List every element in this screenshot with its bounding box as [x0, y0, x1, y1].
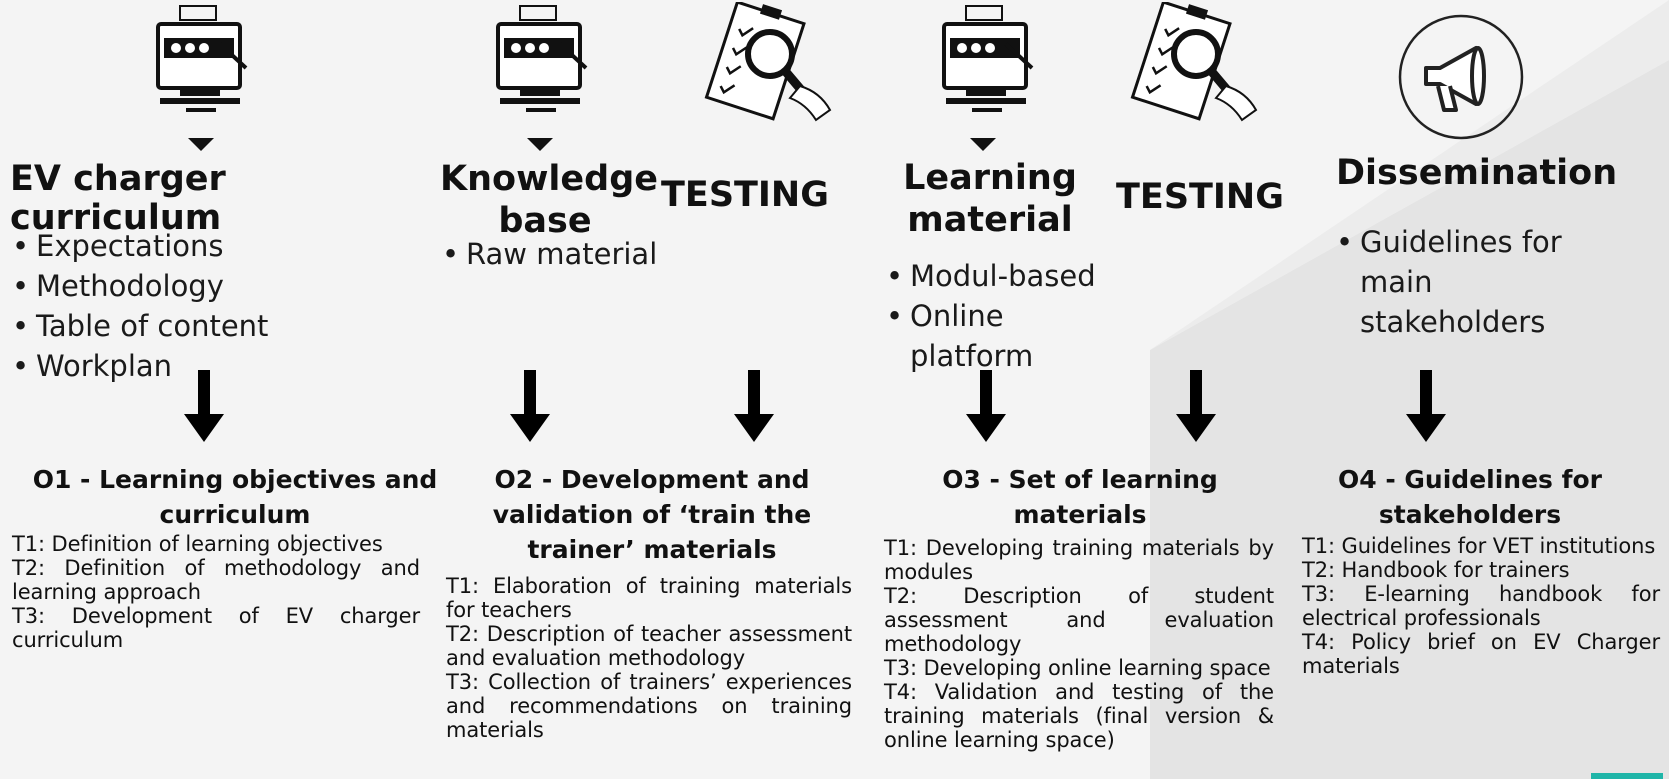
accent-bar	[1591, 773, 1663, 779]
dissemination-heading: Dissemination	[1336, 153, 1618, 193]
checklist-magnifier-icon	[1130, 2, 1258, 122]
list-item: Methodology	[12, 266, 312, 306]
o2-title-line3: trainer’ materials	[527, 535, 777, 564]
task-item: T1: Developing training materials by mod…	[884, 536, 1274, 584]
o4-title: O4 - Guidelines for stakeholders	[1300, 462, 1640, 532]
task-item: T4: Policy brief on EV Charger materials	[1302, 630, 1660, 678]
learning-material-heading-line1: Learning	[903, 158, 1077, 198]
o2-title-line2: validation of ‘train the	[492, 500, 812, 529]
list-item: Guidelines for	[1336, 222, 1586, 262]
o1-title-line2: curriculum	[159, 500, 311, 529]
o2-title: O2 - Development and validation of ‘trai…	[452, 462, 852, 567]
task-item: T2: Definition of methodology and learni…	[12, 556, 420, 604]
triangle-pointer-icon	[970, 138, 996, 151]
down-arrow-icon	[966, 370, 1006, 442]
task-item: T2: Description of teacher assessment an…	[446, 622, 852, 670]
down-arrow-icon	[1176, 370, 1216, 442]
task-item: T1: Elaboration of training materials fo…	[446, 574, 852, 622]
o4-tasks: T1: Guidelines for VET institutions T2: …	[1302, 534, 1660, 678]
task-item: T1: Definition of learning objectives	[12, 532, 383, 556]
testing-heading-2: TESTING	[1116, 177, 1284, 217]
o4-title-line2: stakeholders	[1378, 500, 1562, 529]
knowledge-base-bullets: Raw material	[442, 234, 692, 274]
dissemination-bullets: Guidelines for main stakeholders	[1336, 222, 1586, 342]
o1-tasks: T1: Definition of learning objectives T2…	[12, 532, 420, 652]
checklist-magnifier-icon	[704, 2, 832, 122]
task-item: T4: Validation and testing of the traini…	[884, 680, 1274, 752]
list-item: Workplan	[12, 346, 312, 386]
down-arrow-icon	[1406, 370, 1446, 442]
o1-title: O1 - Learning objectives and curriculum	[30, 462, 440, 532]
list-item: Table of content	[12, 306, 312, 346]
knowledge-base-heading-line1: Knowledge	[440, 159, 658, 199]
computer-icon	[496, 5, 588, 112]
learning-material-heading: Learning material	[890, 157, 1090, 241]
learning-material-heading-line2: material	[907, 200, 1073, 240]
o2-title-line1: O2 - Development and	[494, 465, 810, 494]
o3-tasks: T1: Developing training materials by mod…	[884, 536, 1274, 752]
testing-heading-1: TESTING	[661, 175, 829, 215]
o1-title-line1: O1 - Learning objectives and	[32, 465, 438, 494]
list-item: Raw material	[442, 234, 692, 274]
list-item: Modul-based	[886, 256, 1126, 296]
task-item: T3: Developing online learning space	[884, 656, 1271, 680]
task-item: T3: Development of EV charger curriculum	[12, 604, 420, 652]
task-item: T1: Guidelines for VET institutions	[1302, 534, 1656, 558]
o3-title-line1: O3 - Set of learning	[942, 465, 1218, 494]
list-item-continuation: stakeholders	[1360, 305, 1546, 339]
learning-material-bullets: Modul-based Online platform	[886, 256, 1126, 376]
list-item: Online	[886, 296, 1126, 336]
down-arrow-icon	[734, 370, 774, 442]
task-item: T3: Collection of trainers’ experiences …	[446, 670, 852, 742]
task-item: T3: E-learning handbook for electrical p…	[1302, 582, 1660, 630]
computer-icon	[942, 5, 1034, 112]
triangle-pointer-icon	[527, 138, 553, 151]
down-arrow-icon	[184, 370, 224, 442]
list-item-continuation: platform	[910, 339, 1034, 373]
knowledge-base-heading: Knowledge base	[440, 158, 658, 242]
list-item: Expectations	[12, 226, 312, 266]
o3-title-line2: materials	[1013, 500, 1147, 529]
triangle-pointer-icon	[188, 138, 214, 151]
o4-title-line1: O4 - Guidelines for	[1337, 465, 1603, 494]
megaphone-icon	[1398, 14, 1524, 140]
o3-title: O3 - Set of learning materials	[900, 462, 1260, 532]
down-arrow-icon	[510, 370, 550, 442]
task-item: T2: Handbook for trainers	[1302, 558, 1570, 582]
list-item-continuation: main	[1360, 265, 1433, 299]
o2-tasks: T1: Elaboration of training materials fo…	[446, 574, 852, 742]
computer-icon	[156, 5, 248, 112]
ev-curriculum-bullets: Expectations Methodology Table of conten…	[12, 226, 312, 386]
task-item: T2: Description of student assessment an…	[884, 584, 1274, 656]
